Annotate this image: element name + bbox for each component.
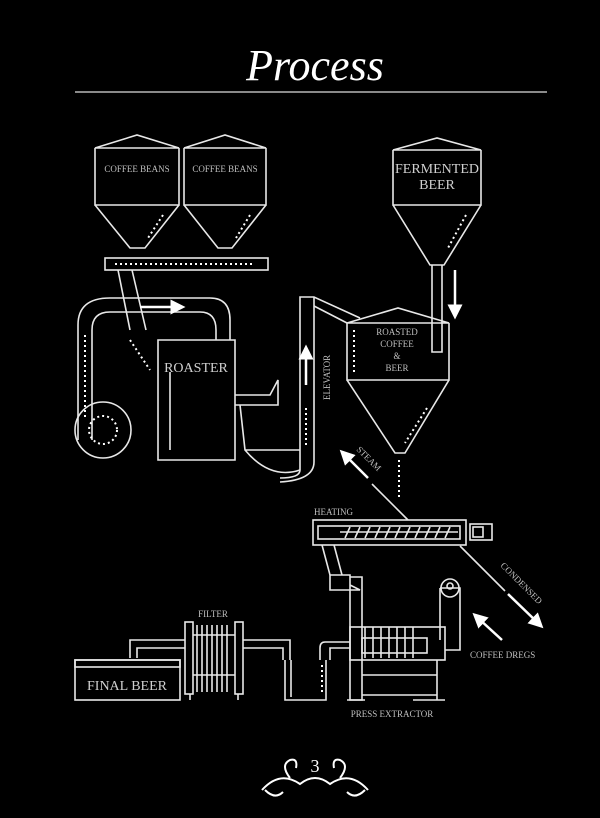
press-outlet-pipe [319, 641, 350, 660]
condensed-pipe [459, 545, 506, 592]
roaster: ROASTER [74, 297, 301, 474]
coffee-beans-label-1: COFFEE BEANS [104, 164, 169, 174]
filter: FILTER [129, 609, 244, 700]
condensed-label: CONDENSED [499, 560, 545, 606]
filter-outlet-pipe [243, 639, 291, 660]
page-title: Process [245, 41, 384, 90]
press-extractor: PRESS EXTRACTOR [329, 574, 461, 719]
elevator: ELEVATOR [279, 296, 361, 483]
coffee-dregs-label: COFFEE DREGS [470, 650, 535, 660]
coffee-beans-silo-2: COFFEE BEANS [183, 134, 267, 249]
page-ornament: 3 [261, 756, 369, 797]
roasted-label-1: ROASTED [376, 327, 418, 337]
coffee-dregs-arrow-icon [472, 612, 503, 641]
condensed-arrow-icon [507, 593, 544, 629]
fermented-beer-label-1: FERMENTED [395, 162, 479, 177]
final-beer-tank: FINAL BEER [74, 659, 181, 701]
filter-label: FILTER [198, 609, 228, 619]
heating-conveyor: HEATING [312, 507, 493, 576]
screw-conveyor [104, 257, 269, 331]
roasted-label-4: BEER [385, 363, 408, 373]
steam-pipe [371, 483, 409, 521]
roasted-label-3: & [393, 351, 400, 361]
coffee-beans-silo-1: COFFEE BEANS [94, 134, 180, 249]
steam-arrow-icon [339, 449, 369, 479]
roaster-label: ROASTER [164, 361, 228, 376]
roasted-coffee-beer-tank: ROASTED COFFEE & BEER [346, 307, 450, 500]
page-number: 3 [311, 756, 320, 776]
fermented-beer-silo: FERMENTED BEER [392, 137, 482, 353]
press-extractor-label: PRESS EXTRACTOR [351, 709, 434, 719]
coffee-beans-label-2: COFFEE BEANS [192, 164, 257, 174]
elevator-label: ELEVATOR [322, 355, 332, 400]
heating-label: HEATING [314, 507, 353, 517]
fermented-beer-label-2: BEER [419, 178, 455, 193]
roasted-label-2: COFFEE [380, 339, 414, 349]
final-beer-label: FINAL BEER [87, 679, 168, 694]
collection-tank [284, 660, 327, 701]
